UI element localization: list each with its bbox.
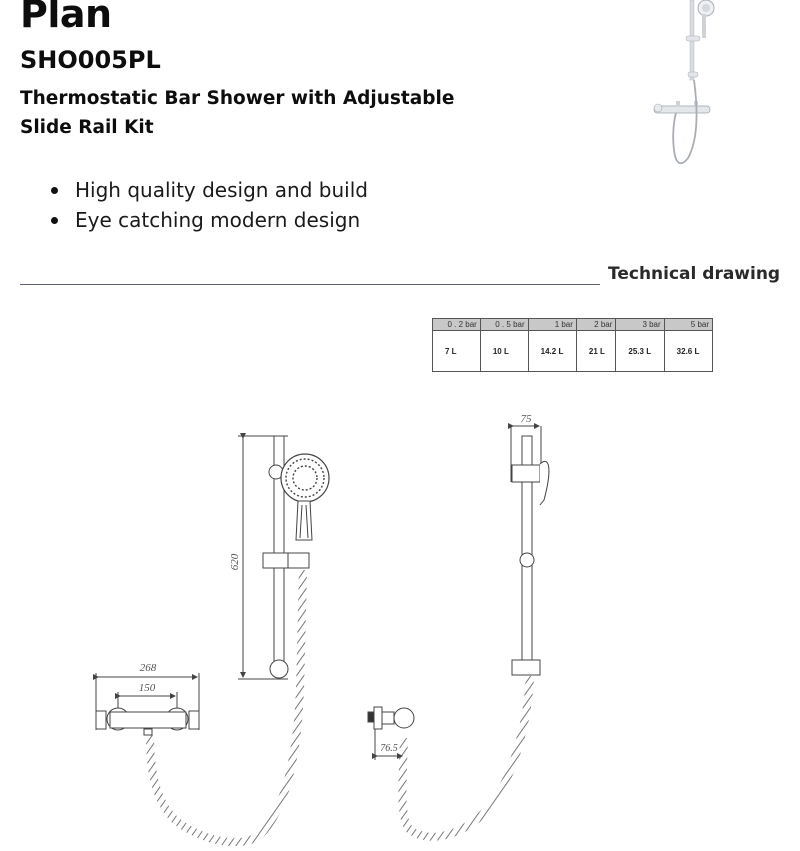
side-view-drawing: 75 76.5 <box>367 413 550 841</box>
bullet-icon <box>51 187 58 194</box>
feature-text: High quality design and build <box>75 178 368 202</box>
front-view-drawing: 620 268 150 <box>93 433 330 847</box>
valve-projection-label: 76.5 <box>380 743 398 754</box>
bullet-icon <box>51 217 58 224</box>
flow-rate-value: 25.3 L <box>615 330 665 372</box>
product-sku: SHO005PL <box>20 46 161 74</box>
valve-centres-label: 150 <box>139 682 156 694</box>
rail-height-label: 620 <box>229 553 241 570</box>
section-heading-technical-drawing: Technical drawing <box>608 264 781 284</box>
feature-list: High quality design and build Eye catchi… <box>48 175 368 235</box>
flow-rate-value: 21 L <box>575 330 617 372</box>
flow-rate-value: 10 L <box>479 330 529 372</box>
technical-drawing-svg: 620 268 150 <box>93 413 550 847</box>
pressure-header: 1 bar <box>527 318 577 331</box>
pressure-header: 5 bar <box>663 318 714 331</box>
brand-title: Plan <box>20 0 112 36</box>
feature-text: Eye catching modern design <box>75 208 361 232</box>
pressure-header: 0 . 2 bar <box>432 318 481 331</box>
technical-drawing: 620 268 150 <box>0 380 800 847</box>
flow-rate-value: 14.2 L <box>527 330 577 372</box>
rail-projection-label: 75 <box>521 413 533 425</box>
feature-item: Eye catching modern design <box>48 205 368 235</box>
shower-kit-image <box>653 0 715 165</box>
pressure-header: 0 . 5 bar <box>479 318 529 331</box>
flow-rate-value-row: 7 L 10 L 14.2 L 21 L 25.3 L 32.6 L <box>432 330 714 372</box>
product-photo <box>640 0 730 170</box>
flow-rate-header-row: 0 . 2 bar 0 . 5 bar 1 bar 2 bar 3 bar 5 … <box>432 318 714 331</box>
valve-width-label: 268 <box>140 662 157 674</box>
section-divider <box>20 284 600 285</box>
flow-rate-value: 7 L <box>432 330 481 372</box>
product-title: Thermostatic Bar Shower with Adjustable … <box>20 88 455 138</box>
feature-item: High quality design and build <box>48 175 368 205</box>
flow-rate-table: 0 . 2 bar 0 . 5 bar 1 bar 2 bar 3 bar 5 … <box>432 318 714 372</box>
flow-rate-value: 32.6 L <box>663 330 714 372</box>
pressure-header: 2 bar <box>575 318 617 331</box>
pressure-header: 3 bar <box>615 318 665 331</box>
